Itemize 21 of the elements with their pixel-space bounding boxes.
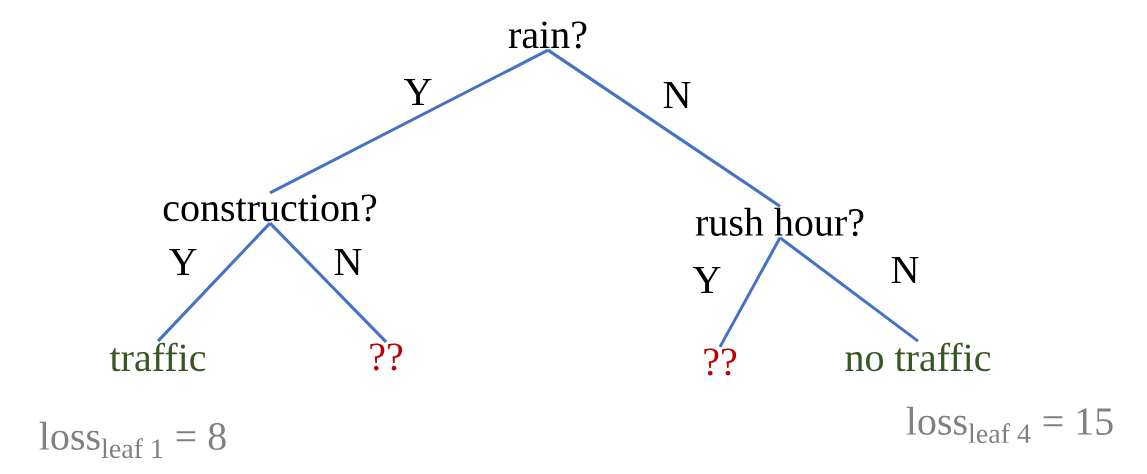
branch-label: Y xyxy=(169,248,197,276)
branch-label: Y xyxy=(404,78,432,106)
question-text: rush hour? xyxy=(695,207,864,237)
branch-label: N xyxy=(663,81,691,109)
tree-branch xyxy=(547,48,781,208)
loss-formula: loss$_{leaf 1}$ = 8 xyxy=(39,421,226,459)
leaf-text: traffic xyxy=(109,342,206,372)
leaf-text: no traffic xyxy=(845,342,991,372)
branch-label: N xyxy=(891,256,919,284)
question-text: construction? xyxy=(163,194,377,222)
unknown-text: ?? xyxy=(370,343,403,371)
loss-formula: loss$_{leaf 4}$ = 15 xyxy=(906,406,1113,444)
tree-branch xyxy=(718,237,782,348)
tree-branch xyxy=(268,222,388,343)
unknown-text: ?? xyxy=(704,348,737,376)
tree-branch xyxy=(779,236,919,343)
question-text: rain? xyxy=(508,21,587,49)
tree-branch xyxy=(156,222,272,343)
branch-label: Y xyxy=(693,266,721,294)
tree-branch xyxy=(269,48,549,195)
branch-label: N xyxy=(334,248,362,276)
